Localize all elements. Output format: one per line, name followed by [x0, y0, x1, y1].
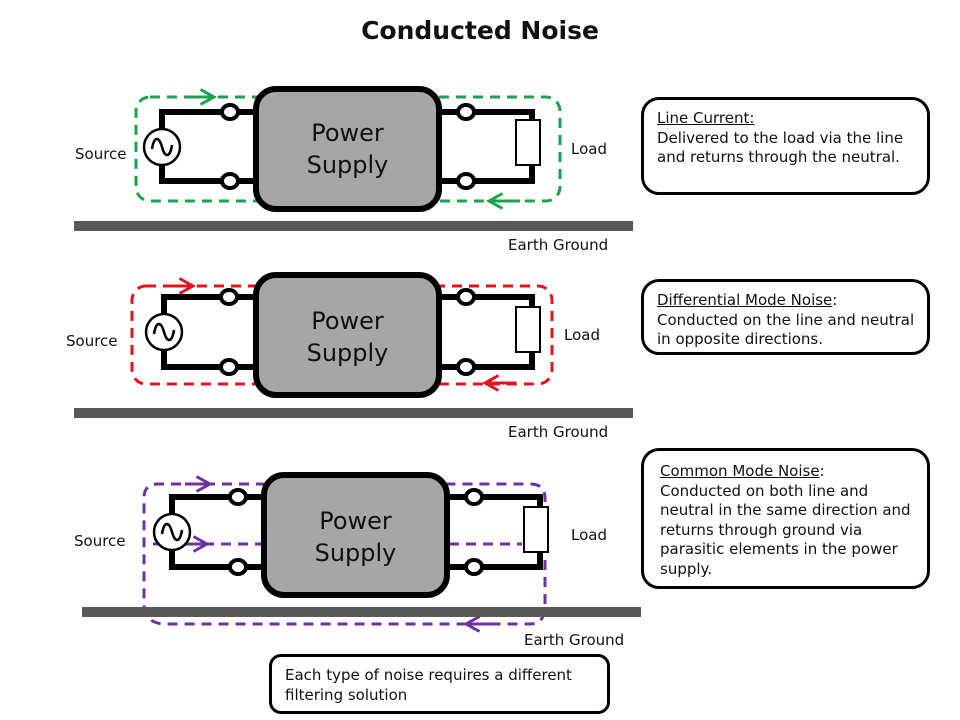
ac-source-icon	[152, 512, 192, 552]
load-label: Load	[564, 326, 600, 344]
load-resistor-icon	[515, 306, 541, 353]
description-heading: Common Mode Noise	[660, 462, 820, 480]
power-supply-label-line1: Power	[319, 507, 392, 535]
source-label: Source	[66, 332, 118, 350]
earth-ground-label: Earth Ground	[524, 631, 625, 649]
power-supply-label-line1: Power	[311, 307, 384, 335]
terminal-icon	[220, 172, 240, 190]
footer-note: Each type of noise requires a different …	[269, 654, 610, 714]
power-supply-label-line2: Supply	[306, 151, 389, 179]
power-supply-label-line1: Power	[311, 119, 384, 147]
page-title: Conducted Noise	[361, 16, 599, 45]
power-supply-label-line2: Supply	[314, 539, 397, 567]
description-body: Delivered to the load via the line and r…	[657, 128, 904, 167]
source-label: Source	[75, 145, 127, 163]
terminal-icon	[456, 103, 476, 121]
line-current-circuit	[74, 86, 633, 231]
terminal-icon	[464, 488, 484, 506]
earth-ground-bar	[74, 408, 633, 418]
load-resistor-icon	[515, 119, 541, 166]
common-mode-path	[142, 482, 547, 626]
terminal-icon	[220, 103, 240, 121]
terminal-icon	[456, 172, 476, 190]
power-supply-label: Power Supply	[266, 505, 445, 569]
description-body: Conducted on the line and neutral in opp…	[657, 310, 915, 349]
power-supply-block	[253, 86, 442, 212]
terminal-icon	[464, 558, 484, 576]
description-heading: Differential Mode Noise	[657, 291, 833, 309]
power-supply-label: Power Supply	[258, 117, 437, 181]
line-current-description: Line Current: Delivered to the load via …	[641, 97, 930, 195]
source-label: Source	[74, 532, 126, 550]
power-supply-label: Power Supply	[258, 305, 437, 369]
differential-mode-description: Differential Mode Noise: Conducted on th…	[641, 279, 930, 355]
power-supply-label-line2: Supply	[306, 339, 389, 367]
power-supply-block	[261, 472, 450, 598]
earth-ground-bar	[82, 607, 641, 617]
load-label: Load	[571, 140, 607, 158]
common-mode-description: Common Mode Noise: Conducted on both lin…	[641, 448, 930, 589]
line-current-path	[134, 95, 562, 203]
load-label: Load	[571, 526, 607, 544]
description-body: Conducted on both line and neutral in th…	[660, 481, 911, 578]
terminal-icon	[219, 358, 239, 376]
earth-ground-bar	[74, 221, 633, 231]
terminal-icon	[219, 288, 239, 306]
load-resistor-icon	[523, 506, 549, 553]
power-supply-block	[253, 272, 442, 398]
terminal-icon	[228, 488, 248, 506]
common-mode-circuit	[82, 472, 641, 626]
ac-source-icon	[144, 312, 184, 352]
earth-ground-label: Earth Ground	[508, 423, 609, 441]
description-heading: Line Current:	[657, 109, 755, 127]
description-heading-suffix: :	[832, 291, 838, 309]
terminal-icon	[456, 358, 476, 376]
terminal-icon	[228, 558, 248, 576]
ac-source-icon	[142, 127, 182, 167]
terminal-icon	[456, 288, 476, 306]
differential-mode-circuit	[74, 272, 633, 418]
earth-ground-label: Earth Ground	[508, 236, 609, 254]
description-heading-suffix: :	[819, 462, 825, 480]
